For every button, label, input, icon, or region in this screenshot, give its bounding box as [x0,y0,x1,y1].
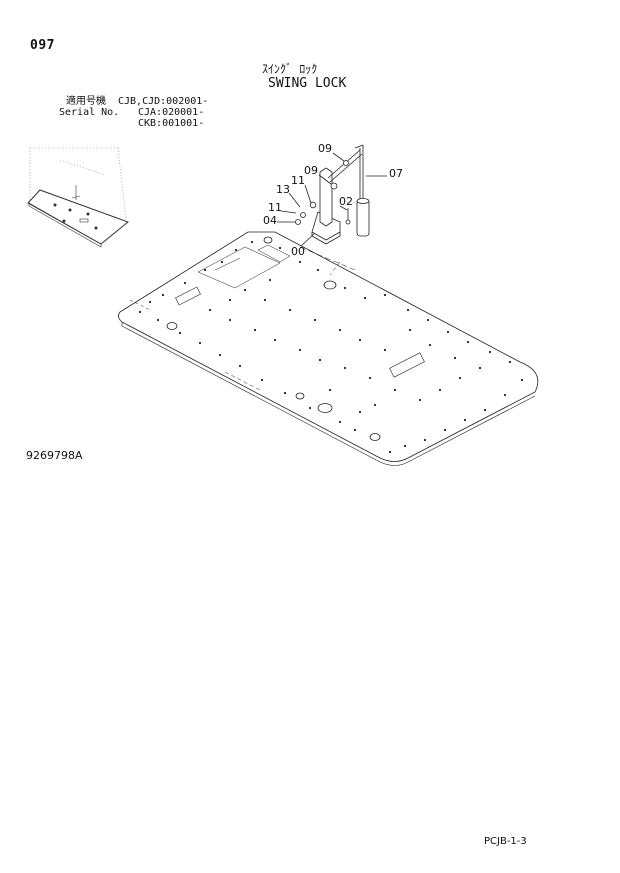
title-japanese: ｽｲﾝｸﾞ ﾛｯｸ [262,62,318,76]
title-english: SWING LOCK [268,76,347,91]
floor-plate [118,231,539,466]
serial-range-1: CJB,CJD:002001- [118,96,209,107]
serial-label-japanese: 適用号機 [66,96,106,107]
callout-09-lower: 09 [304,164,318,177]
callout-09-upper: 09 [318,142,332,155]
callout-13: 13 [276,183,290,196]
locator-thumbnail [27,147,129,248]
page-number: 097 [30,38,55,53]
serial-range-3: CKB:001001- [138,118,205,129]
callout-11-upper: 11 [291,174,305,187]
plate-holes [138,240,524,454]
callout-07: 07 [389,167,403,180]
drawing-number: 9269798A [26,449,83,462]
callout-04: 04 [263,214,277,227]
serial-label-english: Serial No. [59,107,120,118]
page-code: PCJB-1-3 [484,836,527,847]
callout-02: 02 [339,195,353,208]
serial-range-2: CJA:020001- [138,107,205,118]
callout-11-lower: 11 [268,201,282,214]
callout-labels: 09 09 11 13 11 04 00 02 07 [263,142,403,258]
swing-lock-assembly [277,144,387,247]
callout-00: 00 [291,245,305,258]
